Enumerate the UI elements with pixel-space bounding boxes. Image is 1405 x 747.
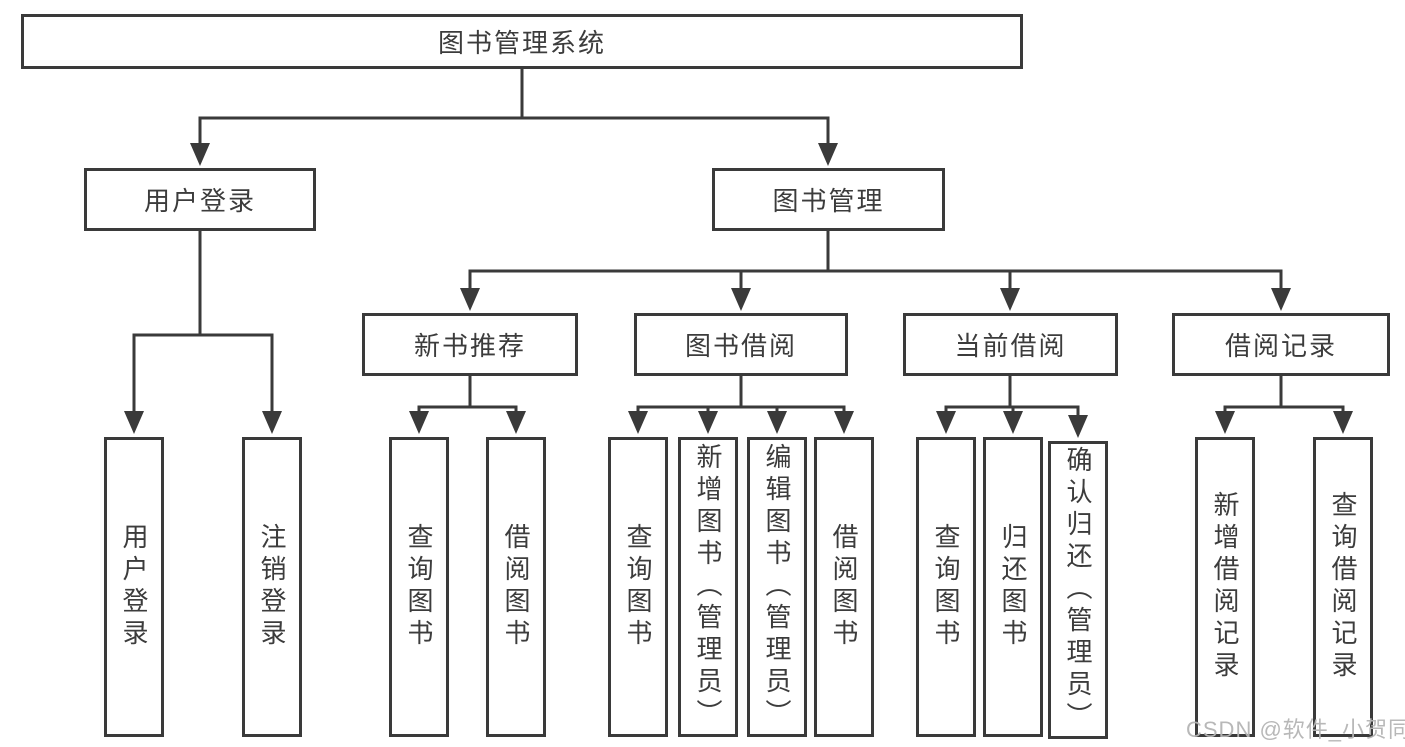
node-book-borrowing: 图书借阅 [634,313,848,376]
edge-root-to-level2 [198,69,830,150]
node-book-management: 图书管理 [712,168,945,231]
leaf-query-books-borrow: 查询图书 [608,437,668,737]
arrowheads [124,143,1353,438]
edge-newbook-to-leaves [417,376,518,418]
node-current-borrowing: 当前借阅 [903,313,1118,376]
leaf-query-books-current: 查询图书 [916,437,976,737]
leaf-add-borrow-record: 新增借阅记录 [1195,437,1255,737]
node-borrowing-records: 借阅记录 [1172,313,1390,376]
leaf-borrow-books-recommend: 借阅图书 [486,437,546,737]
leaf-return-books: 归还图书 [983,437,1043,737]
leaf-borrow-books: 借阅图书 [814,437,874,737]
leaf-add-book-admin: 新增图书（管理员） [678,437,738,737]
leaf-confirm-return-admin: 确认归还（管理员） [1048,441,1108,739]
edge-bookborrow-to-leaves [636,376,846,418]
node-user-login: 用户登录 [84,168,316,231]
leaf-edit-book-admin: 编辑图书（管理员） [747,437,807,737]
csdn-watermark: CSDN @软件_小贺同学 [1186,717,1405,742]
edge-records-to-leaves [1223,376,1345,418]
leaf-logout: 注销登录 [242,437,302,737]
leaf-user-login: 用户登录 [104,437,164,737]
node-library-management-system: 图书管理系统 [21,14,1023,69]
node-new-book-recommendation: 新书推荐 [362,313,578,376]
edge-bookmgmt-to-level3 [468,231,1283,295]
edge-userlogin-to-leaves [132,231,274,418]
leaf-query-books-recommend: 查询图书 [389,437,449,737]
leaf-query-borrow-record: 查询借阅记录 [1313,437,1373,737]
